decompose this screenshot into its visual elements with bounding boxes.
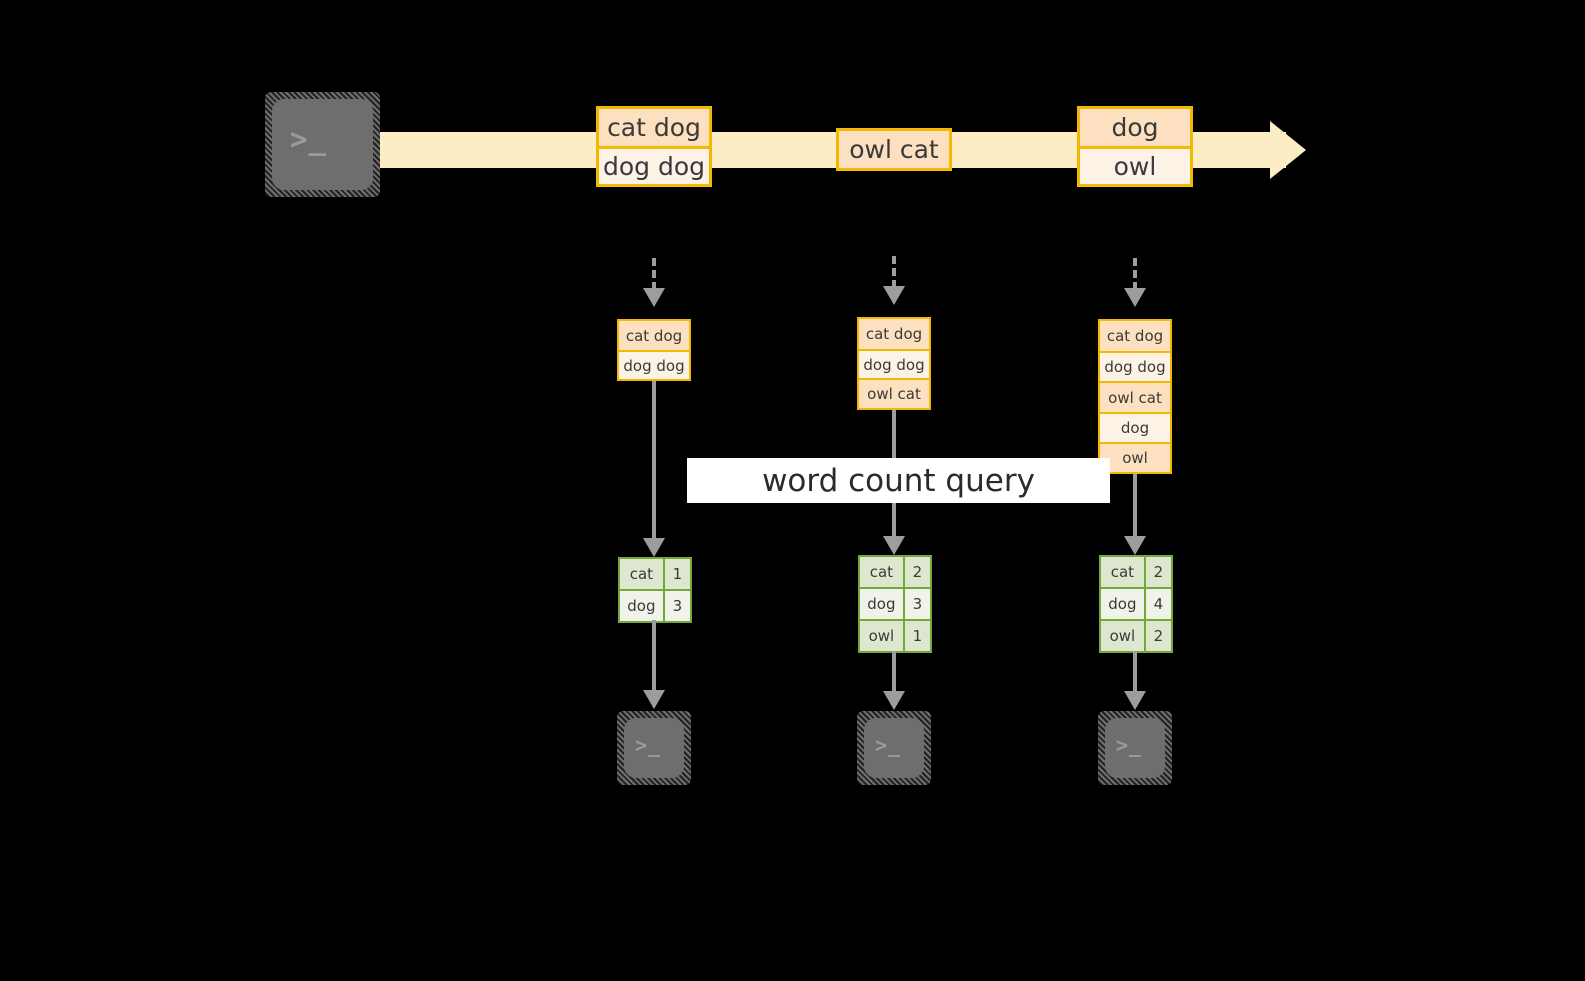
stream-record-line: dog dog [599, 146, 709, 184]
word-count-query-band: word count query [687, 458, 1110, 503]
sink-terminal-body-column-3: >_ [1105, 718, 1165, 778]
result-count: 3 [664, 591, 690, 621]
stream-record-batch-3: dog owl [1077, 106, 1193, 187]
table-row: cat 2 [1101, 557, 1171, 587]
dashed-connector-arrowhead-column-3 [1124, 288, 1146, 307]
sink-terminal-glyph: >_ [635, 733, 661, 757]
accumulated-line: dog [1100, 411, 1170, 442]
dashed-connector-column-1 [652, 258, 656, 290]
dashed-connector-arrowhead-column-1 [643, 288, 665, 307]
accumulated-line: cat dog [1100, 321, 1170, 352]
sink-terminal-glyph: >_ [1116, 733, 1142, 757]
sink-terminal-icon-column-2: >_ [857, 711, 931, 785]
result-word: cat [1101, 557, 1146, 587]
accumulated-line: owl cat [1100, 381, 1170, 412]
dashed-connector-column-2 [892, 256, 896, 288]
result-table-column-2: cat 2 dog 3 owl 1 [858, 555, 932, 653]
table-row: cat 1 [620, 559, 690, 589]
result-count: 2 [1145, 621, 1171, 651]
query-connector-column-1 [652, 381, 656, 540]
sink-terminal-body-column-2: >_ [864, 718, 924, 778]
sink-connector-arrowhead-column-3 [1124, 691, 1146, 710]
result-word: dog [1101, 589, 1146, 619]
source-terminal-icon: >_ [265, 92, 380, 197]
accumulated-records-column-2: cat dog dog dog owl cat [857, 317, 931, 410]
result-word: dog [620, 591, 665, 621]
result-count: 1 [904, 621, 930, 651]
accumulated-line: cat dog [859, 319, 929, 349]
sink-terminal-glyph: >_ [875, 733, 901, 757]
query-connector-arrowhead-column-2 [883, 536, 905, 555]
table-row: dog 4 [1101, 587, 1171, 619]
stream-record-batch-2: owl cat [836, 128, 952, 171]
dashed-connector-arrowhead-column-2 [883, 286, 905, 305]
source-terminal-body: >_ [272, 99, 373, 190]
result-word: dog [860, 589, 905, 619]
accumulated-line: dog dog [619, 350, 689, 379]
result-word: owl [1101, 621, 1146, 651]
result-table-column-1: cat 1 dog 3 [618, 557, 692, 623]
query-connector-arrowhead-column-1 [643, 538, 665, 557]
accumulated-line: dog dog [859, 348, 929, 379]
stream-arrow-head [1270, 121, 1306, 179]
query-connector-arrowhead-column-3 [1124, 536, 1146, 555]
stream-record-line: owl [1080, 146, 1190, 184]
result-word: cat [860, 557, 905, 587]
table-row: dog 3 [620, 589, 690, 621]
sink-terminal-icon-column-1: >_ [617, 711, 691, 785]
stream-record-line: dog [1080, 109, 1190, 147]
table-row: dog 3 [860, 587, 930, 619]
table-row: owl 1 [860, 619, 930, 651]
result-count: 4 [1145, 589, 1171, 619]
accumulated-line: dog dog [1100, 351, 1170, 382]
accumulated-records-column-1: cat dog dog dog [617, 319, 691, 381]
accumulated-line: owl cat [859, 378, 929, 409]
sink-connector-column-2 [892, 651, 896, 693]
sink-terminal-icon-column-3: >_ [1098, 711, 1172, 785]
dashed-connector-column-3 [1133, 258, 1137, 290]
accumulated-line: owl [1100, 441, 1170, 473]
result-word: cat [620, 559, 665, 589]
result-count: 2 [1145, 557, 1171, 587]
word-count-query-label: word count query [762, 462, 1035, 499]
result-count: 3 [904, 589, 930, 619]
result-word: owl [860, 621, 905, 651]
source-terminal-glyph: >_ [290, 122, 328, 156]
result-count: 2 [904, 557, 930, 587]
sink-connector-arrowhead-column-1 [643, 690, 665, 709]
accumulated-records-column-3: cat dog dog dog owl cat dog owl [1098, 319, 1172, 474]
sink-connector-arrowhead-column-2 [883, 691, 905, 710]
sink-terminal-body-column-1: >_ [624, 718, 684, 778]
table-row: owl 2 [1101, 619, 1171, 651]
query-connector-column-3 [1133, 474, 1137, 538]
stream-record-batch-1: cat dog dog dog [596, 106, 712, 187]
table-row: cat 2 [860, 557, 930, 587]
stream-record-line: cat dog [599, 109, 709, 147]
accumulated-line: cat dog [619, 321, 689, 350]
sink-connector-column-3 [1133, 651, 1137, 693]
result-table-column-3: cat 2 dog 4 owl 2 [1099, 555, 1173, 653]
result-count: 1 [664, 559, 690, 589]
sink-connector-column-1 [652, 620, 656, 692]
stream-record-line: owl cat [839, 131, 949, 168]
